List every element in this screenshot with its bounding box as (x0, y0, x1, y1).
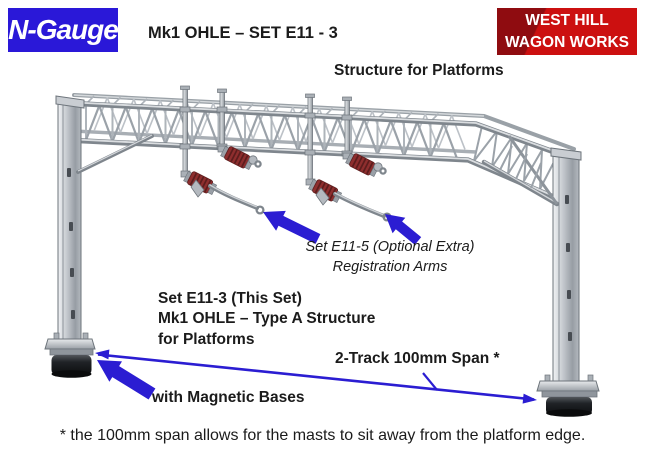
registration-assembly-upper-left (216, 88, 262, 170)
left-mast (55, 95, 85, 343)
pointer-arrow-registration-left (263, 210, 321, 244)
registration-assembly-lower-right (304, 93, 392, 222)
span-label: 2-Track 100mm Span * (335, 350, 500, 367)
this-set-line1: Set E11-3 (This Set) (158, 290, 302, 307)
optional-extra-line1: Set E11-5 (Optional Extra) (305, 239, 475, 255)
structure-heading: Structure for Platforms (334, 62, 504, 79)
product-title: Mk1 OHLE – SET E11 - 3 (148, 24, 338, 42)
brand-line2: WAGON WORKS (505, 33, 629, 51)
n-gauge-logo: N-Gauge (8, 8, 119, 52)
magnetic-bases-label: with Magnetic Bases (152, 389, 305, 406)
n-gauge-logo-text: N-Gauge (8, 14, 119, 45)
right-magnetic-base (536, 374, 600, 417)
optional-extra-label: Set E11-5 (Optional Extra) Registration … (300, 237, 480, 277)
registration-assembly-lower-left (179, 85, 265, 215)
footnote: * the 100mm span allows for the masts to… (59, 427, 586, 444)
right-knee-brace (481, 135, 560, 207)
optional-extra-line2: Registration Arms (332, 259, 448, 275)
brand-badge: WEST HILL WAGON WORKS (497, 8, 637, 55)
truss-beam (63, 95, 571, 201)
registration-assembly-upper-right (341, 96, 387, 177)
brand-line1: WEST HILL (525, 11, 609, 29)
this-set-label: Set E11-3 (This Set) Mk1 OHLE – Type A S… (158, 289, 375, 350)
span-double-arrow (95, 349, 537, 404)
this-set-line3: for Platforms (158, 330, 255, 348)
left-magnetic-base (44, 332, 96, 378)
right-mast (550, 147, 582, 387)
pointer-arrow-registration-right (385, 214, 422, 245)
left-knee-brace (76, 134, 154, 174)
truss-corner-right (473, 125, 557, 190)
span-leader-line (422, 372, 438, 391)
this-set-line2: Mk1 OHLE – Type A Structure (158, 310, 376, 328)
pointer-arrow-magnetic-bases (97, 360, 156, 400)
